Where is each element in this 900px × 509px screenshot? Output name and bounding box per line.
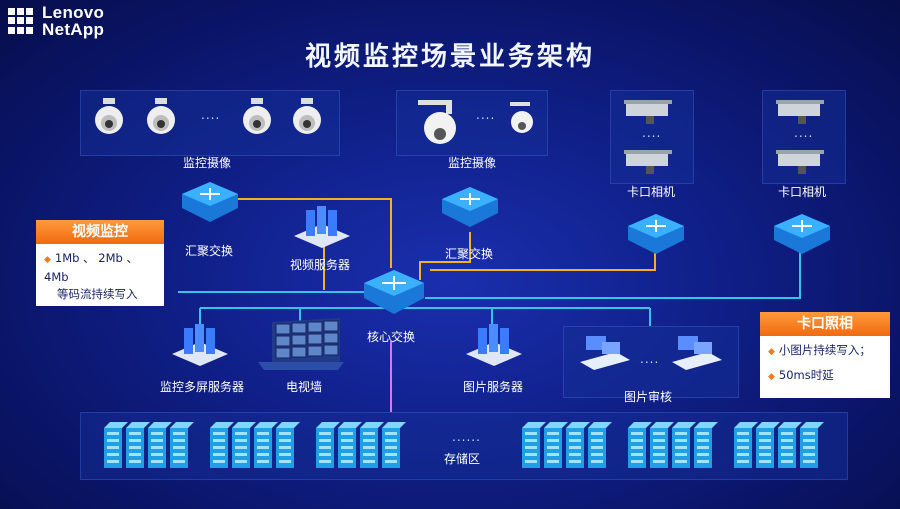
kakou2-label: 卡口相机 [778,185,827,199]
callout-kakou-title: 卡口照相 [760,312,890,336]
page-title: 视频监控场景业务架构 [304,42,595,72]
video-server-icon [294,206,350,248]
callout-video-item-2: 等码流持续写入 [57,287,138,301]
bullet-camera-icon [776,100,824,124]
review-ellipsis: .... [640,352,660,366]
logo-line2: NetApp [42,20,105,39]
image-review-label: 图片审核 [624,390,673,404]
bullet-camera-icon [624,150,672,174]
kakou1-ellipsis: .... [642,126,662,140]
bullet-icon: ◆ [44,255,51,265]
core-switch-icon [364,270,424,314]
lenovo-netapp-logo: Lenovo NetApp [8,4,104,38]
agg-switch1-label: 汇聚交换 [185,244,234,258]
kakou-photo-callout: 卡口照相 ◆小图片持续写入； ◆50ms时延 [760,312,890,398]
storage-ellipsis: ...... [452,430,481,444]
camera-group2-label: 监控摄像 [448,156,497,170]
tv-wall-label: 电视墙 [286,380,323,394]
storage-label: 存储区 [444,452,481,466]
review-workstation-icon [672,336,722,370]
storage-array-icon [210,422,300,468]
callout-video-item-1: 1Mb 、 2Mb 、 4Mb [44,251,138,284]
callout-kakou-item-1: 小图片持续写入； [778,343,871,357]
bullet-icon: ◆ [768,347,775,357]
kakou1-label: 卡口相机 [627,185,676,199]
dome-camera-icon [147,98,175,134]
review-workstation-icon [580,336,630,370]
core-switch-label: 核心交换 [367,330,416,344]
image-server-label: 图片服务器 [463,380,524,394]
callout-kakou-item-2: 50ms时延 [778,368,834,382]
ptz-camera-icon [510,102,533,133]
aggregation-switch-icon [182,182,238,222]
bullet-camera-icon [776,150,824,174]
camera-ellipsis: .... [201,108,221,122]
access-switch-icon [774,214,830,254]
bullet-icon: ◆ [768,372,775,382]
tv-wall-icon [258,318,344,370]
aggregation-switch-icon [442,187,498,227]
multiscreen-server-icon [172,324,228,366]
storage-panel [80,412,848,480]
video-monitoring-callout: 视频监控 ◆1Mb 、 2Mb 、 4Mb 等码流持续写入 [36,220,164,306]
storage-array-icon [104,422,194,468]
access-switch-icon [628,214,684,254]
multiscreen-server-label: 监控多屏服务器 [160,380,245,394]
dome-camera-icon [95,98,123,134]
link-agg2-core [419,232,471,280]
bullet-camera-icon [624,100,672,124]
logo-grid-icon [8,8,34,34]
link-kakou2-bus [425,245,801,299]
link-agg1-core [236,198,392,268]
camera-group1-label: 监控摄像 [183,156,232,170]
logo-line1: Lenovo [42,3,105,22]
storage-array-icon [522,422,612,468]
agg-switch2-label: 汇聚交换 [445,247,494,261]
dome-camera-icon [293,98,321,134]
ptz-camera-icon [418,100,456,144]
ptz-ellipsis: .... [476,108,496,122]
storage-array-icon [734,422,824,468]
storage-array-icon [628,422,718,468]
image-server-icon [466,324,522,366]
video-server-label: 视频服务器 [290,258,351,272]
callout-video-title: 视频监控 [36,220,164,244]
dome-camera-icon [243,98,271,134]
kakou2-ellipsis: .... [794,126,814,140]
storage-array-icon [316,422,406,468]
